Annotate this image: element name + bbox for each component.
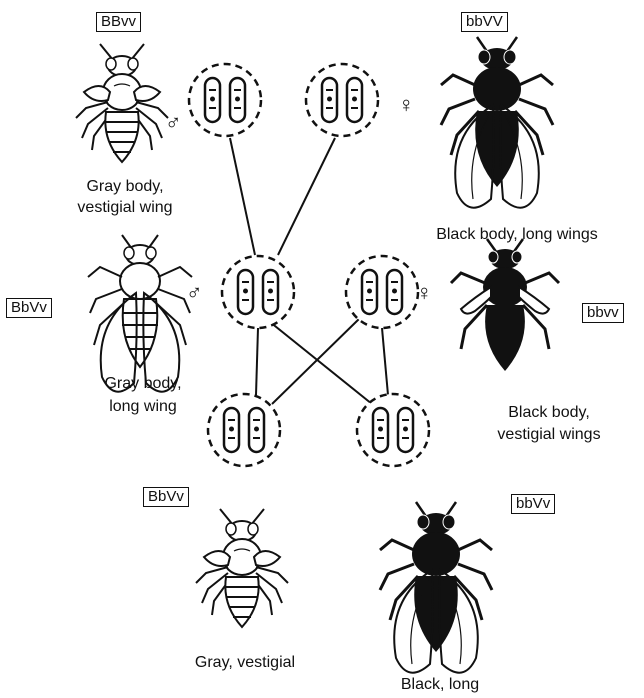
phenotype-label-offspring-right: Black, long [385, 674, 495, 695]
chromosome-pair-parent-male [189, 64, 261, 136]
phenotype-label-tester-female-line1: Black body, [474, 402, 624, 423]
phenotype-label-parent-female: Black body, long wings [402, 224, 632, 245]
chromosome-pair-tester-female [346, 256, 418, 328]
genotype-label-tester-female: bbvv [582, 303, 624, 323]
line-tester-to-offspring-left [272, 318, 360, 404]
chromosome-pair-offspring-right [357, 394, 429, 466]
chromosome-pair-parent-female [306, 64, 378, 136]
fly-gray-vestigial-parent-icon [76, 44, 168, 162]
line-f1-to-offspring-left [256, 328, 258, 395]
female-symbol: ♀ [398, 94, 415, 115]
phenotype-label-f1-male-line1: Gray body, [68, 373, 218, 394]
line-tester-to-offspring-right [382, 328, 388, 395]
phenotype-label-tester-female-line2: vestigial wings [474, 424, 624, 445]
male-symbol: ♂ [165, 112, 182, 133]
line-parent-female-to-f1 [278, 138, 335, 255]
fly-gray-long-f1-icon [88, 235, 192, 392]
genotype-label-offspring-right: bbVv [511, 494, 555, 514]
line-parent-male-to-f1 [230, 138, 255, 255]
fly-black-long-offspring-icon [380, 502, 492, 673]
phenotype-label-offspring-left: Gray, vestigial [170, 652, 320, 673]
fly-gray-vestigial-offspring-icon [196, 509, 288, 627]
genotype-label-parent-female: bbVV [461, 12, 508, 32]
genotype-label-parent-male: BBvv [96, 12, 141, 32]
fly-black-long-parent-icon [441, 37, 553, 208]
phenotype-label-parent-male-line2: vestigial wing [50, 197, 200, 218]
chromosome-pair-f1-male [222, 256, 294, 328]
genotype-label-f1-male: BbVv [6, 298, 52, 318]
fly-black-vestigial-tester-icon [451, 239, 559, 371]
female-symbol: ♀ [416, 282, 433, 303]
phenotype-label-parent-male-line1: Gray body, [50, 176, 200, 197]
phenotype-label-f1-male-line2: long wing [68, 396, 218, 417]
male-symbol: ♂ [186, 282, 203, 303]
genotype-label-offspring-left: BbVv [143, 487, 189, 507]
chromosome-pair-offspring-left [208, 394, 280, 466]
